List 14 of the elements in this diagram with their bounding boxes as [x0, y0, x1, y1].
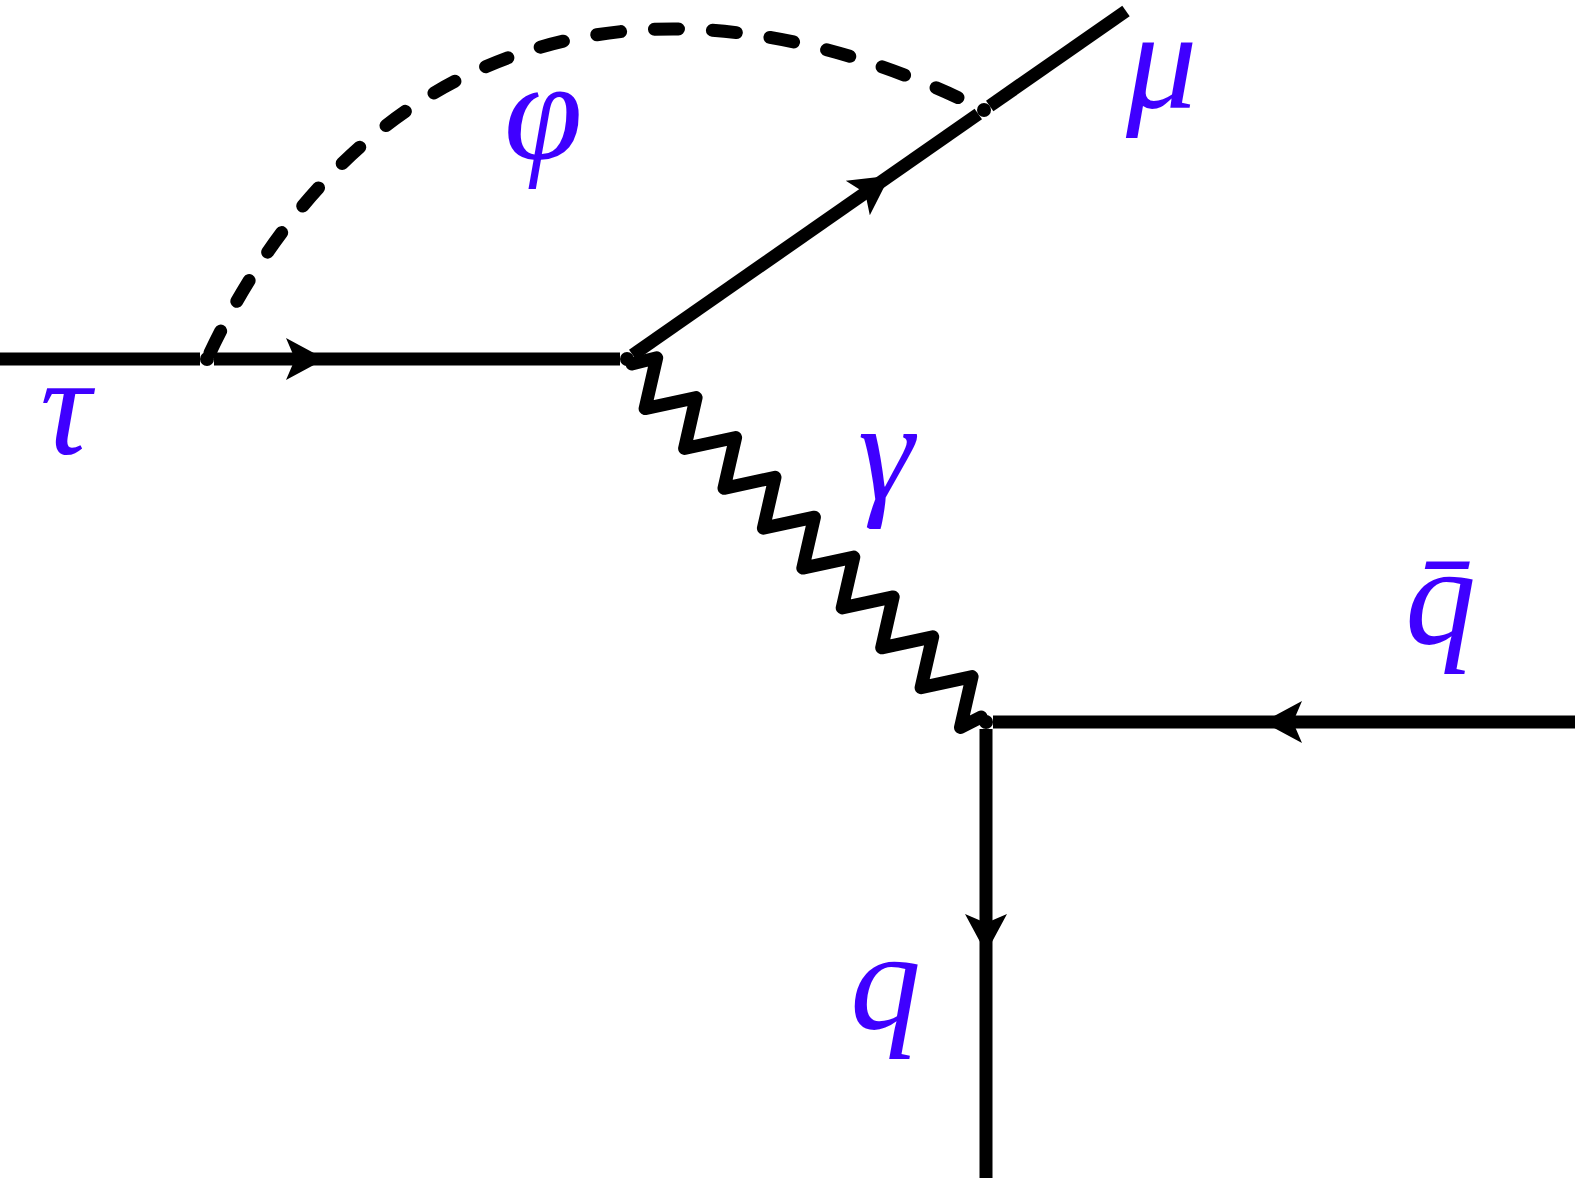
vertex-dot: [200, 352, 214, 366]
wavy-line: [625, 351, 988, 734]
arrow: [993, 701, 1575, 743]
edge-label: q: [850, 940, 921, 1063]
vertex-dot: [979, 715, 993, 729]
vertex-dot: [977, 103, 991, 117]
edge-label: q̄: [1405, 538, 1476, 678]
line: [985, 5, 1130, 112]
edge-label: μ: [1126, 22, 1198, 142]
arrow: [965, 729, 1007, 1178]
line: [0, 352, 200, 366]
arrow: [214, 338, 620, 380]
edge-label: φ: [504, 70, 583, 193]
vertex-dot: [620, 352, 634, 366]
